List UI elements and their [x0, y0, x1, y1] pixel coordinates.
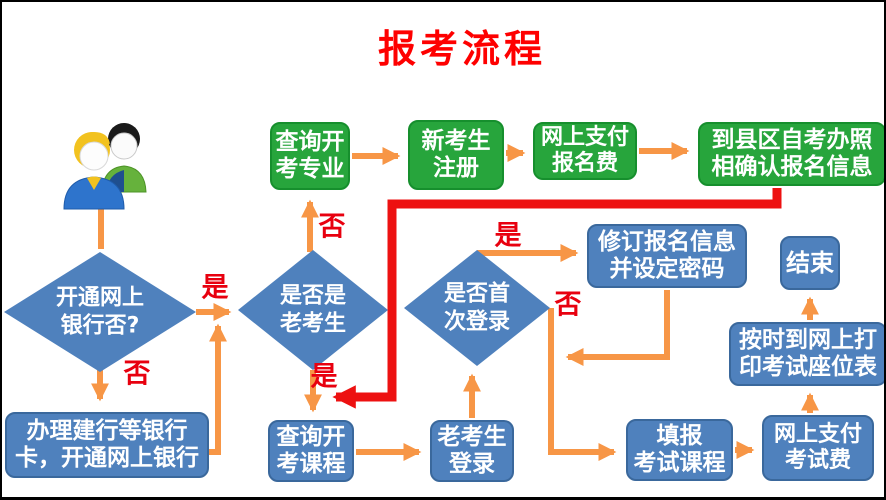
- decision-first-login-label: 是否首 次登录: [443, 281, 511, 335]
- label-first-login-yes: 是: [494, 220, 522, 252]
- arrow-revise-info-to-no-path: [565, 290, 670, 366]
- decision-first-login: [404, 250, 550, 366]
- decision-is-old-label: 是否是 老考生: [279, 283, 347, 337]
- page-title: 报考流程: [377, 27, 546, 71]
- node-print-seat: 按时到网上打 印考试座位表: [729, 322, 884, 386]
- arrow-first-login-no-to-fill-course: [548, 308, 617, 461]
- label-first-login-no: 否: [554, 289, 582, 321]
- node-new-register: 新考生 注册: [408, 120, 504, 190]
- decision-open-bank: [4, 252, 196, 372]
- label-open-bank-no: 否: [123, 358, 151, 390]
- decision-is-old: [238, 250, 388, 370]
- node-end: 结束: [780, 236, 840, 290]
- node-pay-reg-fee: 网上支付 报名费: [533, 122, 637, 180]
- label-is-old-yes: 是: [310, 361, 338, 393]
- node-fill-course: 填报 考试课程: [626, 419, 733, 481]
- node-query-major: 查询开 考专业: [270, 122, 350, 190]
- applicant-users-icon: [63, 123, 147, 210]
- node-revise-info: 修订报名信息 并设定密码: [587, 224, 747, 288]
- node-confirm-info: 到县区自考办照 相确认报名信息: [698, 122, 884, 186]
- red-return-line: [332, 188, 782, 409]
- arrow-bank-card-to-yes-path: [208, 323, 227, 455]
- node-bank-card: 办理建行等银行 卡，开通网上银行: [5, 412, 209, 478]
- node-pay-exam-fee: 网上支付 考试费: [762, 415, 874, 481]
- node-query-course: 查询开 考课程: [268, 420, 354, 482]
- decision-open-bank-label: 开通网上 银行否?: [55, 285, 145, 339]
- label-open-bank-yes: 是: [201, 272, 229, 304]
- node-old-login: 老考生 登录: [430, 420, 514, 482]
- label-is-old-no: 否: [318, 211, 346, 243]
